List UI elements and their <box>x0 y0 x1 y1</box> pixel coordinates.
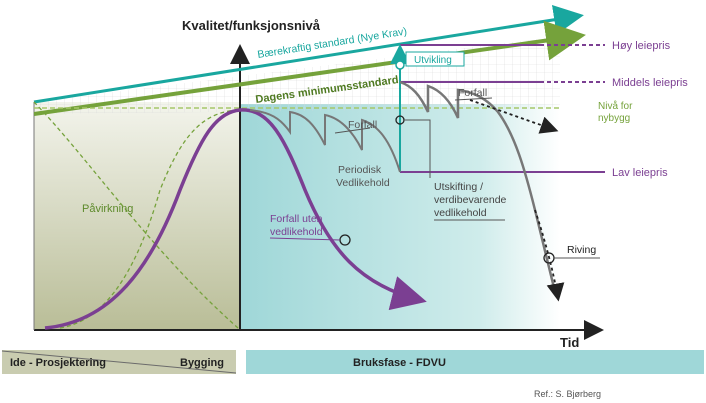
development-label-box <box>405 51 465 67</box>
influence-curve <box>33 101 239 329</box>
reference-label: Ref.: S. Bjørberg <box>534 389 601 399</box>
upgraded-sawtooth <box>399 80 558 297</box>
quality-curve-no-maintenance <box>44 108 427 330</box>
rent-level-low: Lav leiepris <box>400 167 668 179</box>
demolition-label: Riving <box>567 244 596 256</box>
rent-low-label: Lav leiepris <box>612 167 668 179</box>
development-label: Utvikling <box>414 55 452 66</box>
phase-idea-label: Ide - Prosjektering <box>10 357 106 369</box>
phase-bar-planning: Ide - Prosjektering Bygging <box>1 350 237 374</box>
y-axis-label: Kvalitet/funksjonsnivå <box>182 18 321 33</box>
rent-level-high: Høy leiepris <box>400 40 671 52</box>
rent-level-medium: Middels leiepris <box>400 77 688 89</box>
sustainable-standard-line <box>33 4 584 104</box>
decay-label-2: Forfall <box>458 87 487 99</box>
phase-bar-use: Bruksfase - FDVU <box>246 350 704 374</box>
phase-use-label: Bruksfase - FDVU <box>353 357 446 369</box>
rent-medium-label: Middels leiepris <box>612 77 688 89</box>
phase-building-label: Bygging <box>180 357 224 369</box>
rent-high-label: Høy leiepris <box>612 40 671 52</box>
planning-phase-area <box>34 102 240 330</box>
minimum-standard-line <box>33 20 586 116</box>
x-axis-label: Tid <box>560 335 579 350</box>
development-marker-top <box>395 60 405 70</box>
influence-label: Påvirkning <box>82 203 133 215</box>
periodic-maintenance-sawtooth <box>249 109 401 173</box>
